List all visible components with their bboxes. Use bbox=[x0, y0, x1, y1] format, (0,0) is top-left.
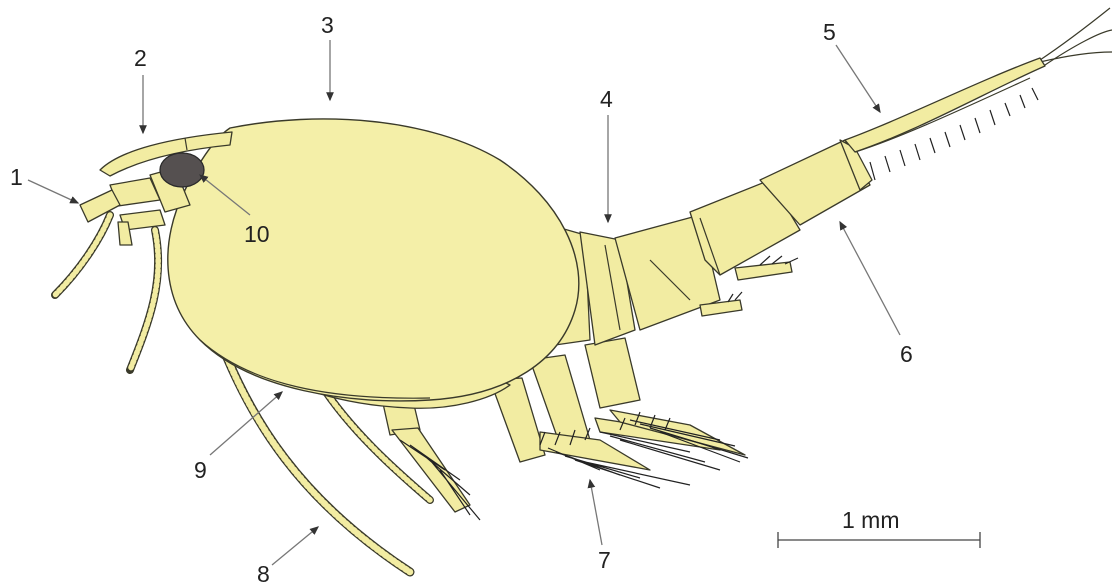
label-9: 9 bbox=[194, 457, 207, 483]
label-10: 10 bbox=[244, 221, 270, 247]
scale-bar-label: 1 mm bbox=[842, 507, 900, 533]
label-5: 5 bbox=[823, 19, 836, 45]
label-1: 1 bbox=[10, 164, 23, 190]
label-7: 7 bbox=[598, 547, 611, 573]
label-3: 3 bbox=[321, 12, 334, 38]
label-2: 2 bbox=[134, 45, 147, 71]
caudal-setae bbox=[1040, 8, 1112, 65]
carapace bbox=[168, 119, 579, 401]
caudal-ramus bbox=[845, 58, 1045, 180]
abdomen bbox=[550, 140, 872, 345]
label-8: 8 bbox=[257, 561, 270, 586]
scale-bar: 1 mm bbox=[778, 507, 980, 548]
label-4: 4 bbox=[600, 86, 613, 112]
label-6: 6 bbox=[900, 341, 913, 367]
eye-icon bbox=[160, 153, 204, 187]
